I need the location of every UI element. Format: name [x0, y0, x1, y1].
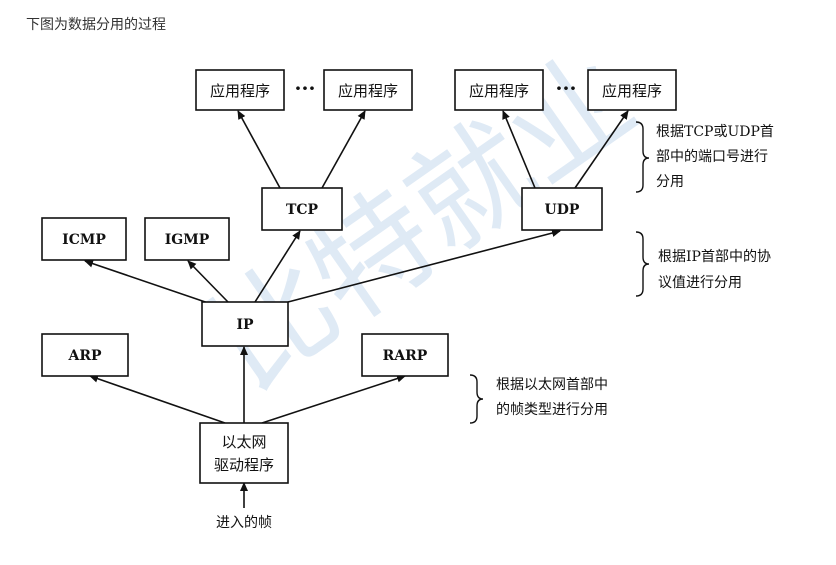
- arrow-udp-app4: [574, 110, 629, 189]
- ellipsis-right: ···: [556, 76, 577, 100]
- note-transport: 根据TCP或UDP首 部中的端口号进行 分用: [656, 124, 774, 190]
- rarp-label: RARP: [383, 348, 428, 364]
- arrow-eth-arp: [89, 374, 226, 424]
- arrow-ip-udp: [287, 229, 561, 303]
- brace-transport: [635, 121, 650, 193]
- arrow-ip-icmp: [84, 259, 221, 308]
- tcp-box: TCP: [261, 187, 343, 231]
- udp-label: UDP: [545, 202, 580, 218]
- app-box-4-label: 应用程序: [602, 82, 662, 100]
- igmp-label: IGMP: [165, 232, 210, 248]
- ip-box: IP: [201, 301, 289, 347]
- app-box-1-label: 应用程序: [210, 82, 270, 100]
- ethernet-driver-label-2: 驱动程序: [214, 456, 274, 474]
- ellipsis-left: ···: [295, 76, 316, 100]
- note-transport-line-1: 根据TCP或UDP首: [656, 124, 774, 140]
- tcp-label: TCP: [286, 202, 319, 218]
- brace-ethernet: [469, 374, 484, 424]
- caption: 下图为数据分用的过程: [26, 17, 166, 33]
- arrow-eth-rarp: [261, 374, 406, 424]
- note-ethernet-line-2: 的帧类型进行分用: [496, 402, 608, 418]
- icmp-label: ICMP: [62, 232, 106, 248]
- udp-box: UDP: [521, 187, 603, 231]
- note-ip-line-2: 议值进行分用: [658, 275, 742, 291]
- app-box-3-label: 应用程序: [469, 82, 529, 100]
- arrow-ip-igmp: [187, 260, 229, 303]
- arrows: [84, 110, 629, 508]
- note-transport-line-3: 分用: [656, 174, 684, 190]
- igmp-box: IGMP: [144, 217, 230, 261]
- icmp-box: ICMP: [41, 217, 127, 261]
- note-ethernet-line-1: 根据以太网首部中: [496, 377, 608, 393]
- ip-label: IP: [236, 317, 254, 333]
- note-ip-line-1: 根据IP首部中的协: [658, 249, 771, 265]
- arrow-ip-tcp: [254, 230, 301, 303]
- app-box-4: 应用程序: [587, 69, 677, 111]
- note-ethernet: 根据以太网首部中 的帧类型进行分用: [496, 377, 608, 418]
- arp-label: ARP: [67, 348, 101, 364]
- note-ip: 根据IP首部中的协 议值进行分用: [658, 249, 771, 291]
- app-box-3: 应用程序: [454, 69, 544, 111]
- incoming-frame-label: 进入的帧: [216, 515, 272, 531]
- arrow-tcp-app1: [237, 110, 281, 189]
- app-box-2: 应用程序: [323, 69, 413, 111]
- ethernet-driver-label-1: 以太网: [221, 433, 266, 451]
- app-box-2-label: 应用程序: [338, 82, 398, 100]
- arrow-tcp-app2: [321, 110, 366, 189]
- ethernet-driver-box: 以太网 驱动程序: [199, 422, 289, 484]
- rarp-box: RARP: [361, 333, 449, 377]
- arp-box: ARP: [41, 333, 129, 377]
- arrow-udp-app3: [502, 110, 536, 189]
- brace-ip: [635, 231, 650, 297]
- app-box-1: 应用程序: [195, 69, 285, 111]
- note-transport-line-2: 部中的端口号进行: [656, 149, 768, 165]
